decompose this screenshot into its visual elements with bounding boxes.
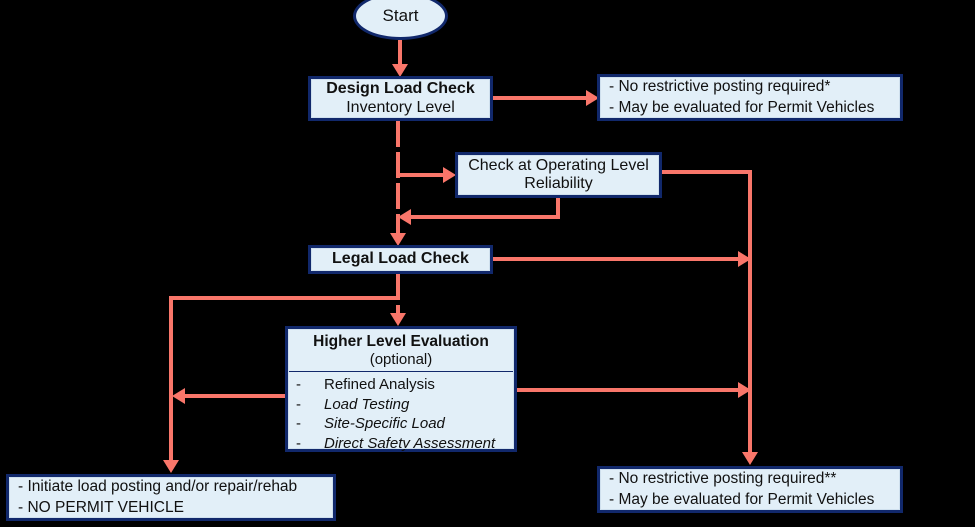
outcome-bottom-left-line2: - NO PERMIT VEHICLE: [18, 498, 184, 516]
connector-design-to-outcome-right: [493, 96, 591, 100]
arrowhead-left-trunk-to-outcome: [163, 460, 179, 473]
arrowhead-design-to-legal: [390, 233, 406, 246]
left-trunk-vertical: [169, 296, 173, 466]
design-load-check-subtitle: Inventory Level: [346, 98, 455, 116]
hle-item-text: Direct Safety Assessment: [324, 434, 496, 452]
connector-operating-return-down: [556, 198, 560, 219]
connector-operating-to-right-trunk: [662, 170, 752, 174]
arrowhead-right-trunk-to-outcome: [742, 452, 758, 465]
arrowhead-design-to-operating: [443, 167, 456, 183]
outcome-top-right-line2: - May be evaluated for Permit Vehicles: [609, 98, 875, 116]
hle-item-dash: -: [296, 434, 301, 452]
hle-item-text: Load Testing: [324, 395, 410, 413]
arrowhead-hle-to-left-trunk: [172, 388, 185, 404]
hle-subtitle: (optional): [369, 350, 433, 368]
arrowhead-hle-to-right-trunk: [738, 382, 751, 398]
connector-design-down-trunk: [396, 121, 400, 239]
connector-start-to-design: [398, 40, 402, 67]
arrowhead-legal-to-right-trunk: [738, 251, 751, 267]
connector-hle-to-left-trunk: [181, 394, 287, 398]
outcome-bottom-right-line2: - May be evaluated for Permit Vehicles: [609, 490, 875, 508]
arrowhead-legal-to-hle: [390, 313, 406, 326]
node-design-load-check[interactable]: Design Load Check Inventory Level: [308, 76, 493, 121]
node-outcome-bottom-left[interactable]: - Initiate load posting and/or repair/re…: [6, 474, 336, 521]
hle-item-dash: -: [296, 376, 301, 394]
node-higher-level-evaluation[interactable]: Higher Level Evaluation (optional) - Ref…: [285, 326, 517, 452]
arrowhead-start-to-design: [392, 64, 408, 77]
hle-list-item: - Site-Specific Load: [296, 414, 514, 434]
node-legal-load-check[interactable]: Legal Load Check: [308, 245, 493, 274]
arrowhead-operating-return: [398, 209, 411, 225]
node-start[interactable]: Start: [353, 0, 448, 40]
hle-header: Higher Level Evaluation (optional): [288, 329, 514, 373]
connector-design-to-operating: [398, 173, 448, 177]
design-load-check-title: Design Load Check: [326, 80, 475, 98]
legal-load-check-title: Legal Load Check: [332, 250, 469, 268]
outcome-bottom-left-line1: - Initiate load posting and/or repair/re…: [18, 478, 298, 496]
hle-list-item: - Direct Safety Assessment: [296, 434, 514, 454]
start-label: Start: [382, 6, 419, 26]
node-check-operating-level[interactable]: Check at Operating Level Reliability: [455, 152, 662, 198]
arrowhead-design-to-outcome-right: [586, 90, 599, 106]
operating-level-line1: Check at Operating Level: [468, 156, 649, 174]
outcome-bottom-right-line1: - No restrictive posting required**: [609, 470, 837, 488]
hle-item-list: - Refined Analysis - Load Testing - Site…: [288, 372, 514, 455]
connector-legal-to-left-trunk: [171, 296, 400, 300]
right-trunk-vertical: [748, 170, 752, 458]
connector-legal-to-right-trunk: [493, 257, 750, 261]
outcome-top-right-line1: - No restrictive posting required*: [609, 78, 831, 96]
hle-item-dash: -: [296, 415, 301, 433]
hle-item-text: Site-Specific Load: [324, 415, 445, 433]
hle-item-text: Refined Analysis: [324, 376, 435, 394]
hle-list-item: - Load Testing: [296, 395, 514, 415]
connector-operating-return-left: [406, 215, 560, 219]
node-outcome-top-right[interactable]: - No restrictive posting required* - May…: [597, 74, 903, 121]
hle-item-dash: -: [296, 395, 301, 413]
hle-list-item: - Refined Analysis: [296, 375, 514, 395]
node-outcome-bottom-right[interactable]: - No restrictive posting required** - Ma…: [597, 466, 903, 513]
operating-level-line2: Reliability: [524, 175, 593, 192]
hle-title: Higher Level Evaluation: [313, 333, 489, 350]
connector-hle-to-right-trunk: [517, 388, 750, 392]
